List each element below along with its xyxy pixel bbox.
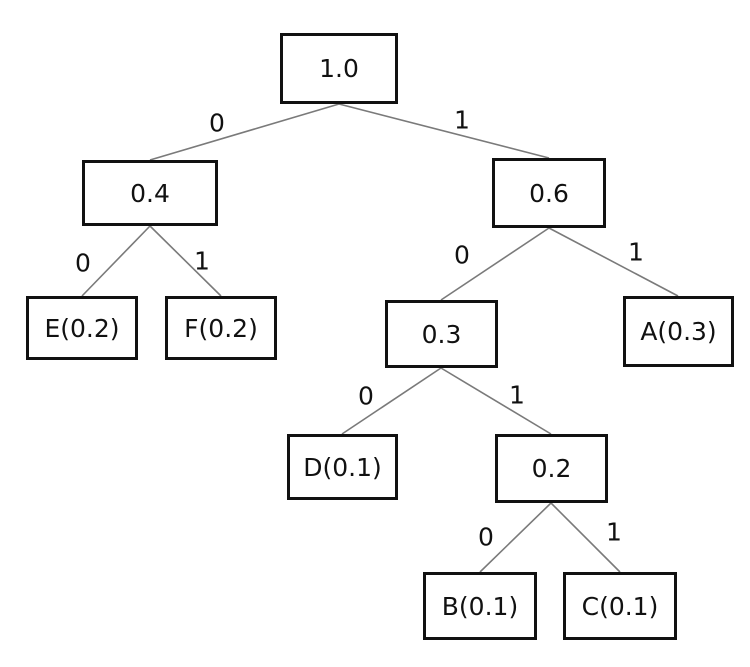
tree-node-root: 1.0: [280, 33, 398, 104]
edge-label-0-3-to-d: 0: [358, 381, 374, 411]
tree-leaf-f: F(0.2): [165, 296, 277, 360]
edge-label-0-2-to-b: 0: [478, 522, 494, 552]
edge-0-6-to-0-3: [440, 227, 550, 301]
tree-node-0-2: 0.2: [495, 434, 608, 503]
edge-label-0-4-to-e: 0: [75, 248, 91, 278]
edge-0-6-to-a: [548, 227, 679, 297]
tree-leaf-d: D(0.1): [287, 434, 398, 500]
edge-label-0-2-to-c: 1: [606, 517, 622, 547]
edge-label-0-3-to-0-2: 1: [509, 380, 525, 410]
edge-label-root-to-0-4: 0: [209, 108, 225, 138]
tree-leaf-b: B(0.1): [423, 572, 537, 640]
edge-label-0-6-to-0-3: 0: [454, 240, 470, 270]
tree-node-0-3: 0.3: [385, 300, 498, 368]
tree-node-0-4: 0.4: [82, 160, 218, 226]
edge-root-to-0-6: [338, 103, 550, 159]
edge-label-0-4-to-f: 1: [194, 246, 210, 276]
edge-label-0-6-to-a: 1: [628, 237, 644, 267]
edge-0-2-to-c: [550, 502, 621, 573]
edge-0-4-to-e: [81, 225, 151, 297]
edge-0-4-to-f: [149, 225, 222, 297]
edge-label-root-to-0-6: 1: [454, 105, 470, 135]
edge-0-2-to-b: [479, 502, 552, 573]
tree-leaf-a: A(0.3): [623, 296, 734, 367]
tree-leaf-e: E(0.2): [26, 296, 138, 360]
edge-root-to-0-4: [149, 103, 340, 161]
tree-leaf-c: C(0.1): [563, 572, 677, 640]
edge-0-3-to-d: [341, 367, 442, 435]
edge-0-3-to-0-2: [440, 367, 552, 435]
tree-node-0-6: 0.6: [492, 158, 606, 228]
